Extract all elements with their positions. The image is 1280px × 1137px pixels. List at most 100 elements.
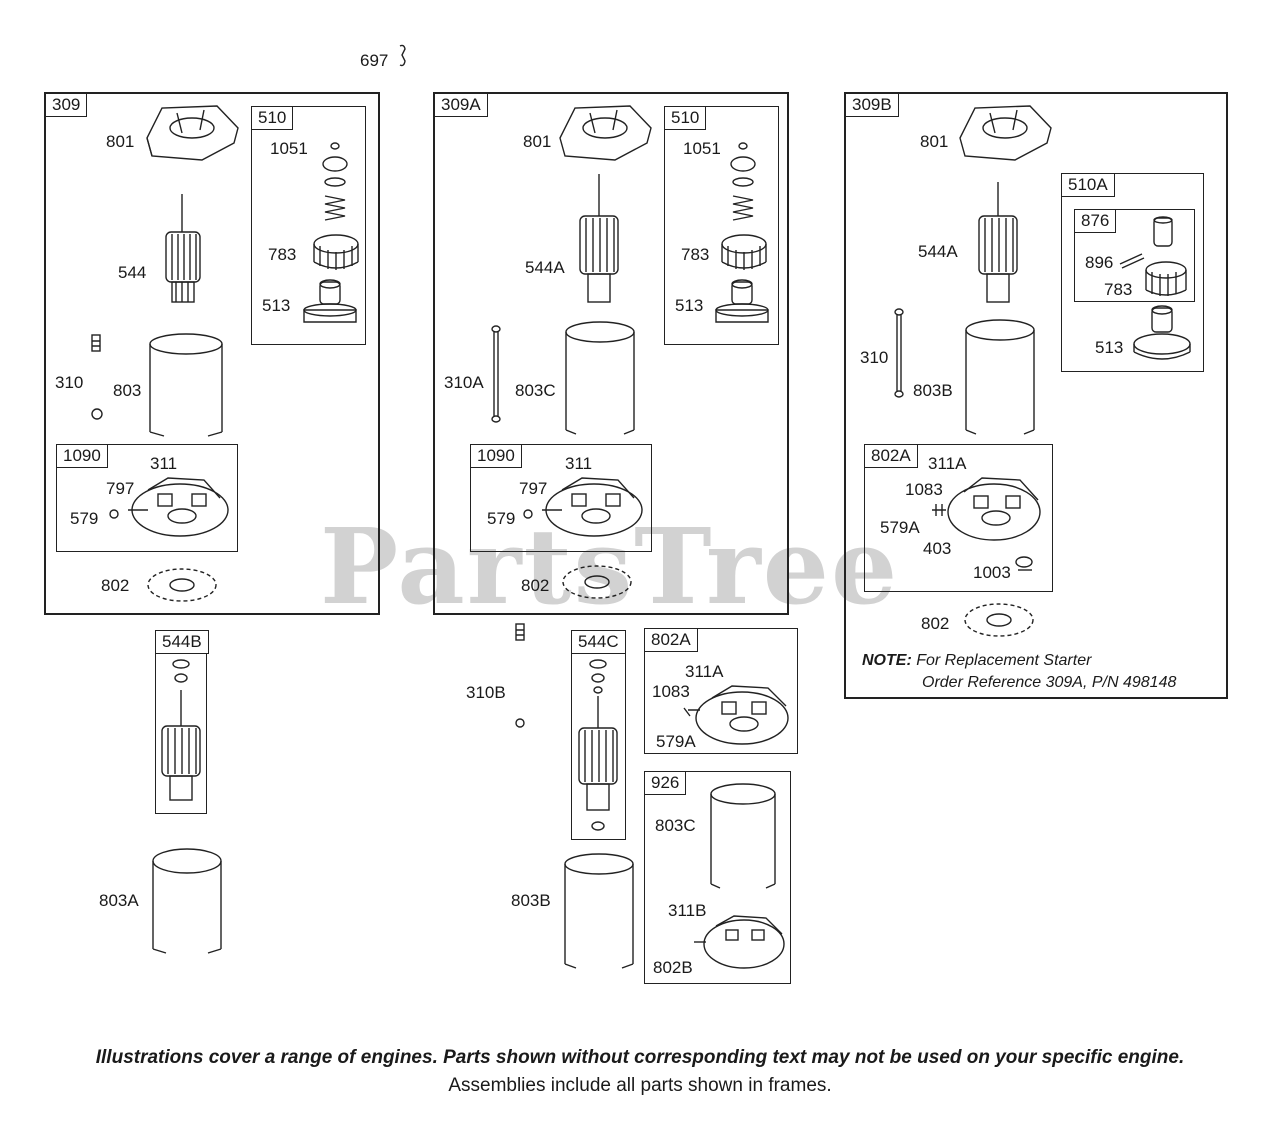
note-line-2: Order Reference 309A, P/N 498148 xyxy=(922,674,1177,691)
callout-544A[interactable]: 544A xyxy=(918,242,958,261)
assembly-309A-tag[interactable]: 309A xyxy=(434,93,488,117)
assembly-544B-frame: 544B xyxy=(155,630,209,814)
callout-579A[interactable]: 579A xyxy=(656,732,696,751)
assembly-1090-tag[interactable]: 1090 xyxy=(56,444,108,468)
callout-797[interactable]: 797 xyxy=(106,479,135,498)
assembly-802A-frame: 802A xyxy=(864,444,1053,592)
assembly-876-tag[interactable]: 876 xyxy=(1074,209,1117,233)
callout-797[interactable]: 797 xyxy=(519,479,548,498)
assembly-876-frame: 876 xyxy=(1074,209,1195,302)
assembly-309-tag[interactable]: 309 xyxy=(45,93,88,117)
callout-783[interactable]: 783 xyxy=(268,245,297,264)
assembly-802A-tag[interactable]: 802A xyxy=(644,628,698,652)
callout-896[interactable]: 896 xyxy=(1085,253,1114,272)
gasket-icon xyxy=(147,568,217,602)
through-bolt-icon xyxy=(894,308,904,398)
assembly-309B-frame: 309B xyxy=(844,92,1228,699)
callout-801[interactable]: 801 xyxy=(920,132,949,151)
callout-803B[interactable]: 803B xyxy=(511,891,551,910)
through-bolt-icon xyxy=(491,325,501,423)
brush-plate-icon xyxy=(109,477,229,537)
callout-513[interactable]: 513 xyxy=(262,296,291,315)
note-line-1: For Replacement Starter xyxy=(916,652,1092,669)
assembly-544C-tag[interactable]: 544C xyxy=(571,630,626,654)
spring-stack-icon xyxy=(730,142,756,221)
callout-1051[interactable]: 1051 xyxy=(270,139,308,158)
callout-802B[interactable]: 802B xyxy=(653,958,693,977)
callout-544[interactable]: 544 xyxy=(118,263,147,282)
callout-311B[interactable]: 311B xyxy=(668,901,707,920)
pinion-gear-icon xyxy=(721,234,767,270)
callout-801[interactable]: 801 xyxy=(523,132,552,151)
assembly-1090-tag[interactable]: 1090 xyxy=(470,444,522,468)
brush-plate-icon xyxy=(523,477,643,537)
callout-802[interactable]: 802 xyxy=(921,614,950,633)
callout-579[interactable]: 579 xyxy=(487,509,516,528)
callout-311[interactable]: 311 xyxy=(565,454,593,473)
housing-icon xyxy=(710,783,776,889)
callout-783[interactable]: 783 xyxy=(1104,280,1133,299)
housing-icon xyxy=(565,321,635,435)
gasket-icon xyxy=(562,565,632,599)
callout-310A[interactable]: 310A xyxy=(444,373,484,392)
assembly-510-tag[interactable]: 510 xyxy=(251,106,294,130)
assembly-510-tag[interactable]: 510 xyxy=(664,106,707,130)
callout-579A[interactable]: 579A xyxy=(880,518,920,537)
callout-513[interactable]: 513 xyxy=(1095,338,1124,357)
assembly-544B-tag[interactable]: 544B xyxy=(155,630,209,654)
watermark: PartsTree xyxy=(320,505,900,628)
screw-icon xyxy=(515,623,525,641)
callout-1083[interactable]: 1083 xyxy=(905,480,943,499)
housing-icon xyxy=(152,848,222,954)
callout-1083[interactable]: 1083 xyxy=(652,682,690,701)
pinion-gear-icon xyxy=(1119,216,1187,296)
footer-assemblies-note: Assemblies include all parts shown in fr… xyxy=(448,1075,832,1096)
housing-icon xyxy=(965,319,1035,435)
assembly-802A-tag[interactable]: 802A xyxy=(864,444,918,468)
assembly-1090-frame: 1090 xyxy=(56,444,238,552)
drive-base-icon xyxy=(715,279,769,323)
clip-icon xyxy=(399,44,406,67)
callout-311[interactable]: 311 xyxy=(150,454,178,473)
callout-802[interactable]: 802 xyxy=(521,576,550,595)
drive-base-icon xyxy=(1133,305,1191,360)
callout-311A[interactable]: 311A xyxy=(928,454,967,473)
callout-311A[interactable]: 311A xyxy=(685,662,724,681)
callout-310[interactable]: 310 xyxy=(860,348,889,367)
assembly-309A-frame: 309A xyxy=(433,92,789,615)
callout-513[interactable]: 513 xyxy=(675,296,704,315)
callout-802[interactable]: 802 xyxy=(101,576,130,595)
callout-803A[interactable]: 803A xyxy=(99,891,139,910)
assembly-510A-tag[interactable]: 510A xyxy=(1061,173,1115,197)
callout-579[interactable]: 579 xyxy=(70,509,99,528)
assembly-510-frame: 510 xyxy=(664,106,779,345)
callout-803C[interactable]: 803C xyxy=(515,381,556,400)
callout-803C[interactable]: 803C xyxy=(655,816,696,835)
brush-plate-icon xyxy=(694,915,785,969)
assembly-926-tag[interactable]: 926 xyxy=(644,771,687,795)
callout-803B[interactable]: 803B xyxy=(913,381,953,400)
assembly-544C-frame: 544C xyxy=(571,630,626,840)
callout-801[interactable]: 801 xyxy=(106,132,135,151)
callout-310[interactable]: 310 xyxy=(55,373,84,392)
footer-disclaimer: Illustrations cover a range of engines. … xyxy=(95,1047,1185,1068)
callout-310B[interactable]: 310B xyxy=(466,683,506,702)
callout-1003[interactable]: 1003 xyxy=(973,563,1011,582)
callout-1051[interactable]: 1051 xyxy=(683,139,721,158)
assembly-510A-frame: 510A xyxy=(1061,173,1204,372)
armature-icon xyxy=(978,182,1018,303)
spring-stack-icon xyxy=(322,142,348,221)
assembly-309B-tag[interactable]: 309B xyxy=(845,93,899,117)
callout-803[interactable]: 803 xyxy=(113,381,142,400)
callout-544A[interactable]: 544A xyxy=(525,258,565,277)
assembly-802A-frame: 802A xyxy=(644,628,798,754)
housing-icon xyxy=(564,853,634,969)
nut-icon xyxy=(91,408,103,420)
callout-783[interactable]: 783 xyxy=(681,245,710,264)
end-cap-icon xyxy=(959,105,1052,161)
callout-697[interactable]: 697 xyxy=(360,51,389,70)
replacement-note: NOTE: For Replacement Starter Order Refe… xyxy=(862,650,1176,694)
end-cap-icon xyxy=(559,105,652,161)
callout-403[interactable]: 403 xyxy=(923,539,952,558)
pinion-gear-icon xyxy=(313,234,359,270)
